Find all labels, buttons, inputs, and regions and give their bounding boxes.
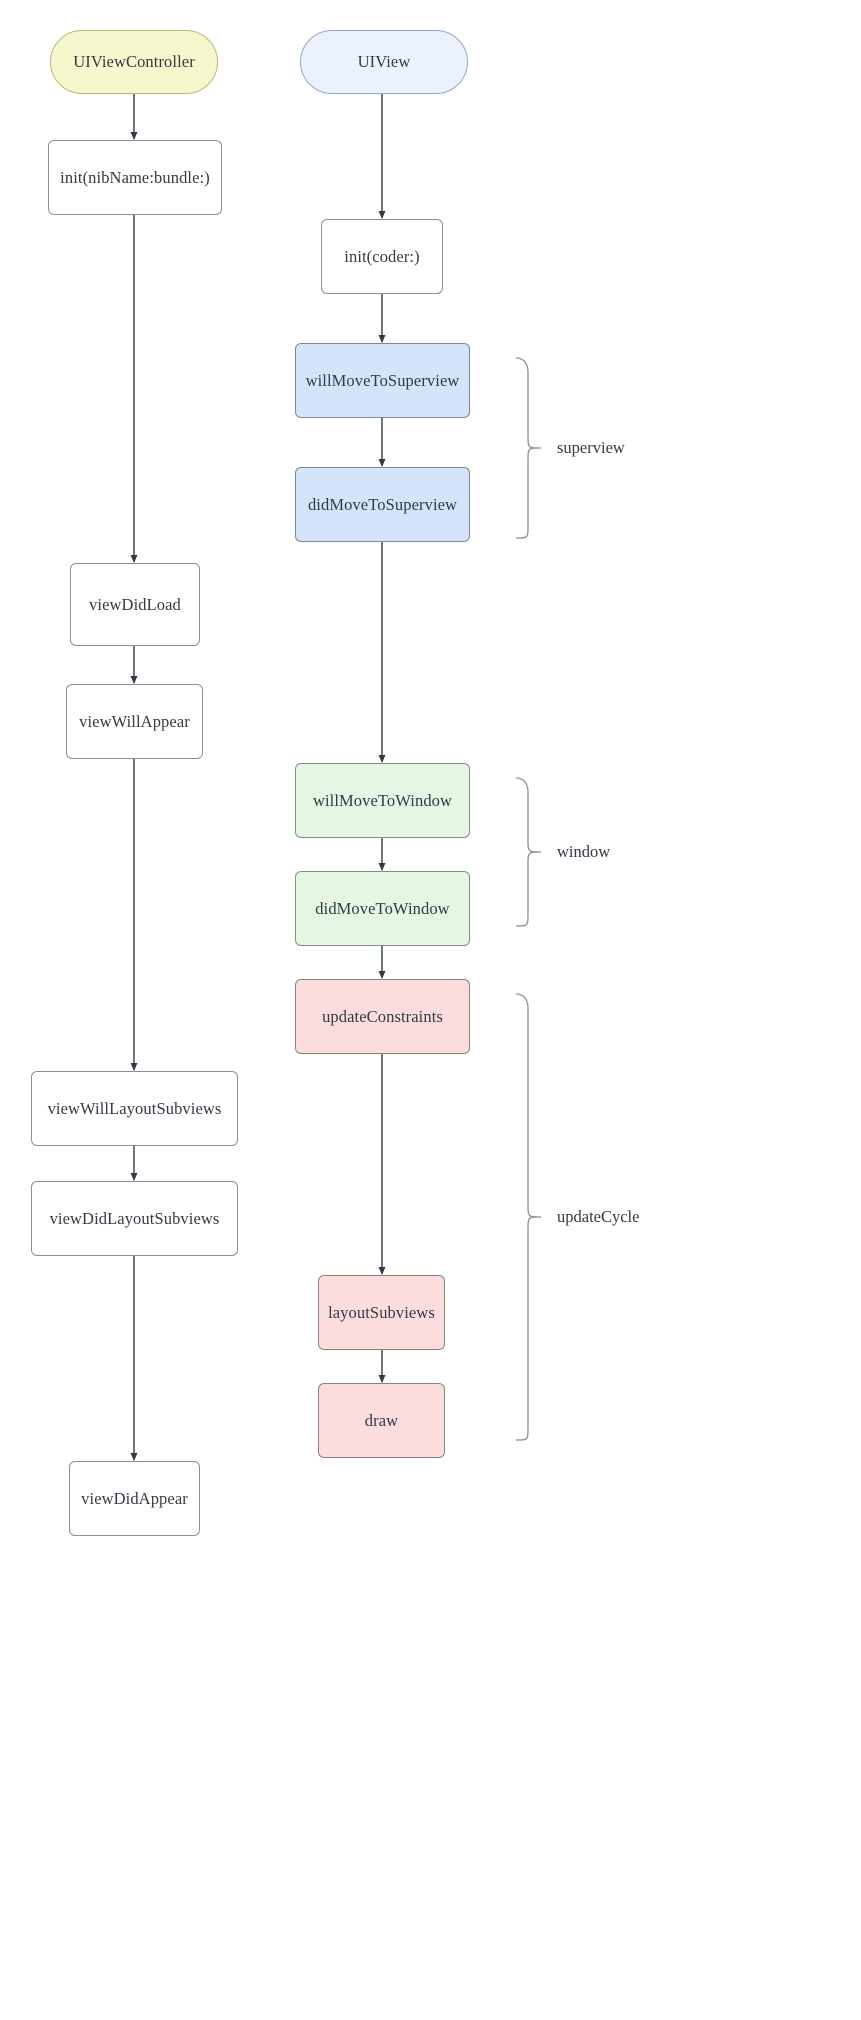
node-label: viewWillAppear bbox=[79, 711, 190, 731]
node-label: didMoveToWindow bbox=[315, 898, 450, 918]
node-v-didsuper[interactable]: didMoveToSuperview bbox=[295, 467, 470, 542]
node-label: viewDidLoad bbox=[89, 594, 181, 614]
node-v-layout[interactable]: layoutSubviews bbox=[318, 1275, 445, 1350]
node-label: UIViewController bbox=[73, 52, 195, 72]
node-vc-willlay[interactable]: viewWillLayoutSubviews bbox=[31, 1071, 238, 1146]
group-brackets bbox=[515, 357, 542, 1441]
bracket-br-superview bbox=[515, 357, 542, 539]
bracket-br-updatecycle bbox=[515, 993, 542, 1441]
node-v-willsuper[interactable]: willMoveToSuperview bbox=[295, 343, 470, 418]
node-label: init(coder:) bbox=[344, 246, 420, 266]
node-label: draw bbox=[364, 1410, 399, 1430]
node-vc-didload[interactable]: viewDidLoad bbox=[70, 563, 200, 646]
node-v-initcoder[interactable]: init(coder:) bbox=[321, 219, 443, 294]
node-vc-root[interactable]: UIViewController bbox=[50, 30, 218, 94]
node-label: init(nibName:bundle:) bbox=[60, 167, 210, 187]
node-vc-init[interactable]: init(nibName:bundle:) bbox=[48, 140, 222, 215]
node-label: layoutSubviews bbox=[328, 1302, 435, 1322]
node-v-root[interactable]: UIView bbox=[300, 30, 468, 94]
node-label: didMoveToSuperview bbox=[307, 494, 458, 514]
bracket-label-superview: superview bbox=[557, 438, 625, 457]
node-v-didwin[interactable]: didMoveToWindow bbox=[295, 871, 470, 946]
node-vc-willapp[interactable]: viewWillAppear bbox=[66, 684, 203, 759]
node-label: willMoveToWindow bbox=[312, 790, 453, 810]
node-v-willwin[interactable]: willMoveToWindow bbox=[295, 763, 470, 838]
node-label: viewDidAppear bbox=[81, 1488, 188, 1508]
node-label: viewDidLayoutSubviews bbox=[49, 1208, 220, 1228]
node-label: UIView bbox=[357, 52, 411, 72]
node-v-draw[interactable]: draw bbox=[318, 1383, 445, 1458]
node-label: updateConstraints bbox=[322, 1006, 443, 1026]
bracket-br-window bbox=[515, 777, 542, 927]
node-label: willMoveToSuperview bbox=[305, 370, 460, 390]
bracket-label-updatecycle: updateCycle bbox=[557, 1207, 640, 1226]
node-v-updcon[interactable]: updateConstraints bbox=[295, 979, 470, 1054]
node-vc-didapp[interactable]: viewDidAppear bbox=[69, 1461, 200, 1536]
bracket-label-window: window bbox=[557, 842, 611, 861]
node-vc-didlay[interactable]: viewDidLayoutSubviews bbox=[31, 1181, 238, 1256]
node-label: viewWillLayoutSubviews bbox=[47, 1098, 222, 1118]
